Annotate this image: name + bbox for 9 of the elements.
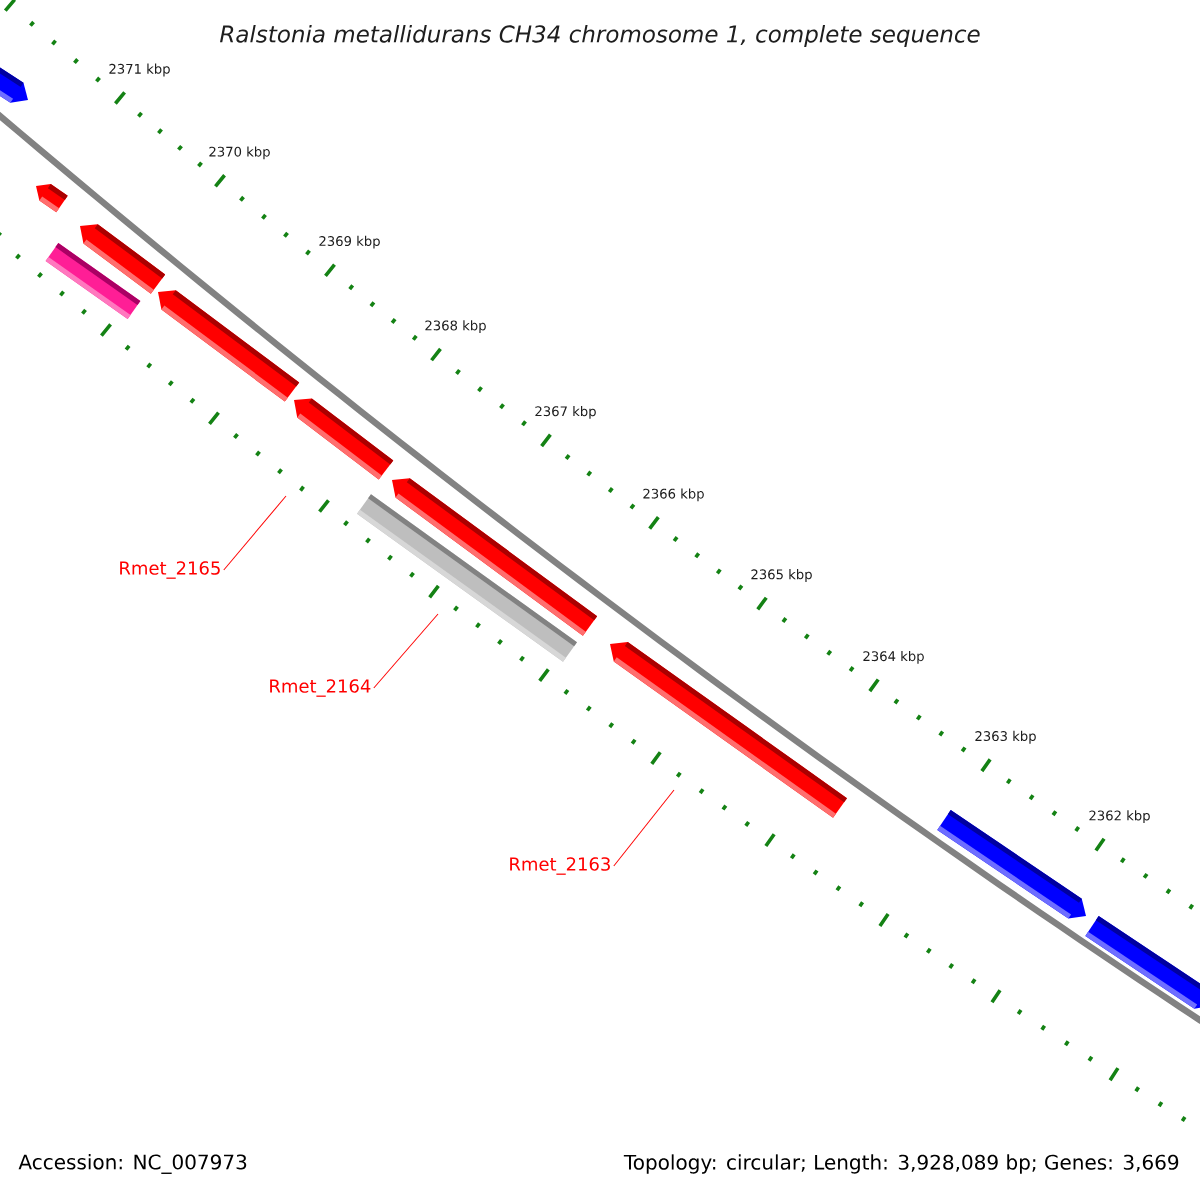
title: Ralstonia metallidurans CH34 chromosome 1, complete sequence — [220, 24, 980, 48]
accession-text: Accession: NC_007973 — [18, 1154, 247, 1174]
gene-label: Rmet_2163 — [510, 857, 610, 875]
leader-line — [223, 495, 287, 571]
summary-text: Topology: circular; Length: 3,928,089 bp; Genes: 3,669 — [623, 1154, 1179, 1174]
leader-line — [613, 789, 675, 867]
gene-label: Rmet_2164 — [270, 679, 371, 697]
leader-line — [373, 613, 439, 689]
gene-label: Rmet_2165 — [120, 561, 220, 579]
